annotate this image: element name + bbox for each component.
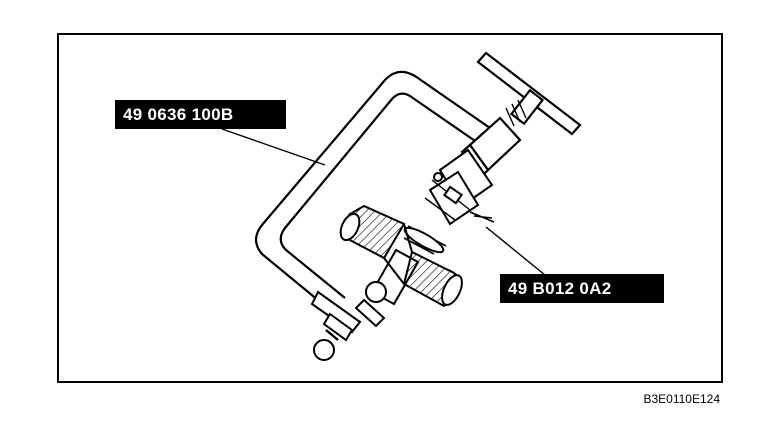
figure-code: B3E0110E124 (643, 392, 720, 406)
callout-tool-49-0636-100b: 49 0636 100B (115, 100, 286, 129)
cylinder-head-section (339, 204, 463, 308)
lower-jaw (310, 281, 387, 361)
leader-lines (221, 128, 546, 276)
t-handle (476, 51, 582, 136)
figure-frame (57, 33, 723, 383)
callout-tool-49-b012-0a2: 49 B012 0A2 (500, 274, 664, 303)
